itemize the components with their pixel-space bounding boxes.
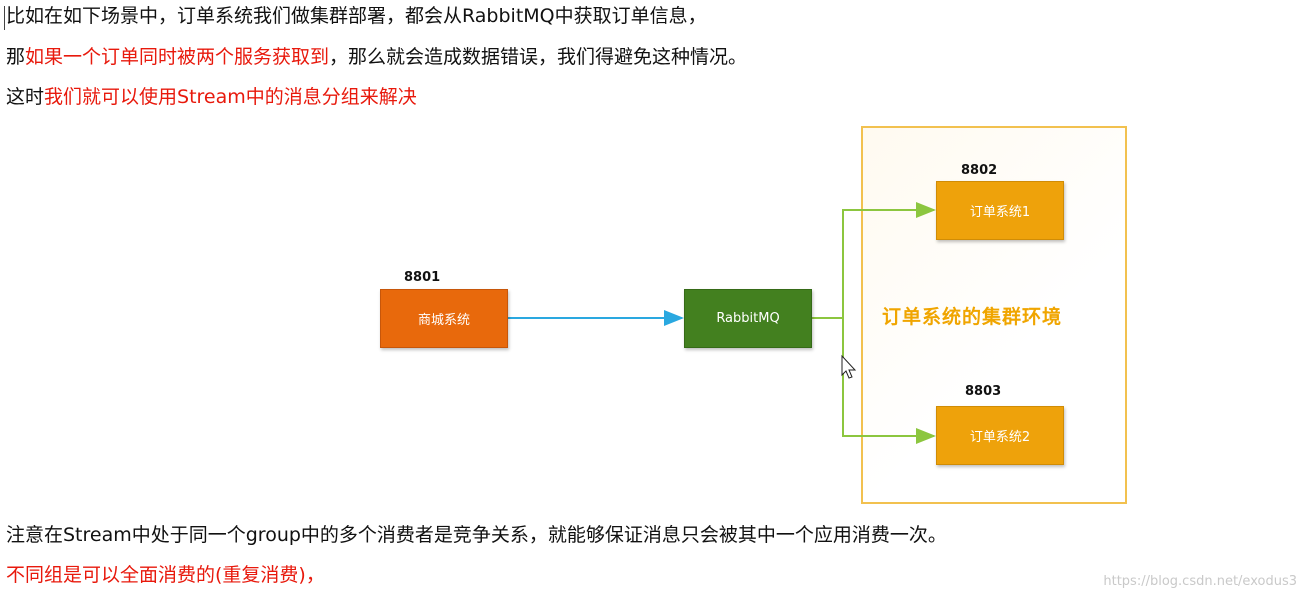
shop-system-box: 商城系统 <box>380 289 508 348</box>
line-3-text-a: 这时 <box>6 86 45 108</box>
order-system-2-box: 订单系统2 <box>936 406 1064 465</box>
shop-port: 8801 <box>404 270 441 285</box>
rabbitmq-box: RabbitMQ <box>684 289 812 348</box>
line-2-text-b: ，那么就会造成数据错误，我们得避免这种情况。 <box>329 46 748 68</box>
text-line-2: 那如果一个订单同时被两个服务获取到，那么就会造成数据错误，我们得避免这种情况。 <box>6 44 747 70</box>
rabbitmq-label: RabbitMQ <box>716 311 780 326</box>
text-line-5: 不同组是可以全面消费的(重复消费)， <box>6 562 325 588</box>
text-line-4: 注意在Stream中处于同一个group中的多个消费者是竞争关系，就能够保证消息… <box>6 522 947 548</box>
order-system-1-box: 订单系统1 <box>936 181 1064 240</box>
arrow-mq-to-order2 <box>842 318 936 444</box>
line-4-text: 注意在Stream中处于同一个group中的多个消费者是竞争关系，就能够保证消息… <box>6 524 947 546</box>
line-2-text-a: 那 <box>6 46 26 68</box>
line-3-highlight: 我们就可以使用Stream中的消息分组来解决 <box>44 86 417 108</box>
order-system-1-label: 订单系统1 <box>969 205 1031 220</box>
order2-port: 8803 <box>965 384 1002 399</box>
arrow-mq-to-order1 <box>812 202 936 319</box>
watermark: https://blog.csdn.net/exodus3 <box>1103 574 1297 589</box>
text-line-1: 比如在如下场景中，订单系统我们做集群部署，都会从RabbitMQ中获取订单信息， <box>6 3 707 29</box>
text-line-3: 这时我们就可以使用Stream中的消息分组来解决 <box>6 84 417 110</box>
line-2-highlight: 如果一个订单同时被两个服务获取到 <box>25 46 330 68</box>
text-cursor <box>4 6 5 30</box>
cluster-label: 订单系统的集群环境 <box>882 306 1063 328</box>
mouse-pointer-icon <box>841 354 857 379</box>
shop-system-label: 商城系统 <box>417 313 470 328</box>
order1-port: 8802 <box>961 163 998 178</box>
line-1-text: 比如在如下场景中，订单系统我们做集群部署，都会从RabbitMQ中获取订单信息， <box>6 5 707 27</box>
line-5-highlight: 不同组是可以全面消费的(重复消费)， <box>6 564 325 586</box>
order-system-2-label: 订单系统2 <box>969 430 1031 445</box>
